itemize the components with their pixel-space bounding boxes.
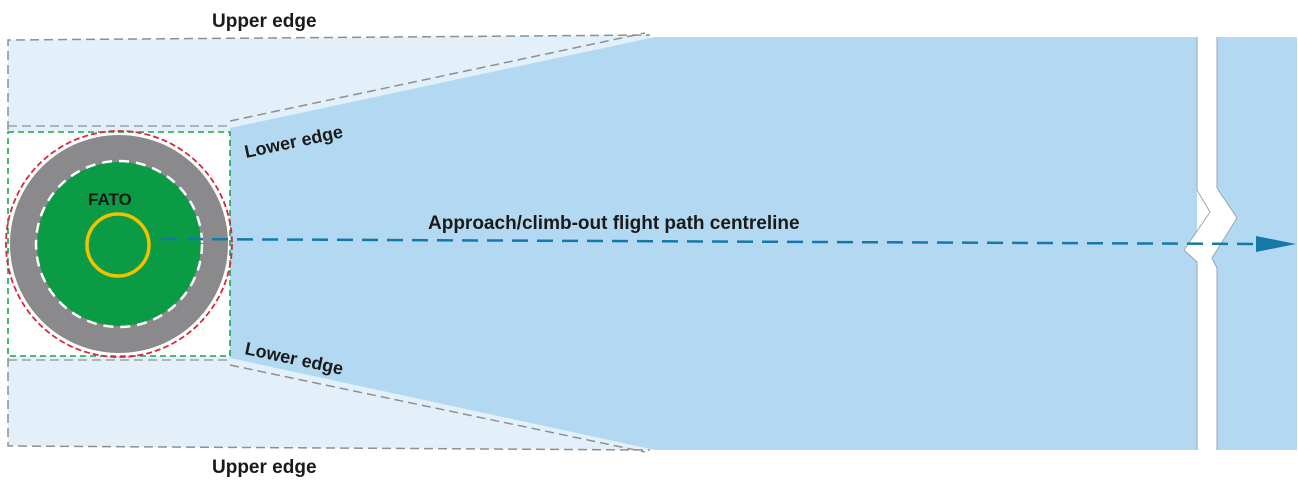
lower-edge-dash-bottom (229, 364, 646, 453)
centreline-arrow-head (1256, 236, 1296, 252)
outer-circle-outline (5, 130, 233, 358)
centreline-arrow-line (161, 237, 1261, 246)
upper-edge-outline-top (7, 34, 651, 130)
upper-edge-label-bottom: Upper edge (212, 457, 317, 478)
break-line-right (1211, 37, 1238, 450)
lower-edge-surface (230, 37, 1197, 450)
upper-edge-outline-bottom (7, 358, 651, 451)
fato-dashed-border (34, 159, 204, 329)
fato-label: FATO (88, 190, 132, 209)
break-line-left (1183, 37, 1211, 450)
lower-edge-surface-continued (1212, 37, 1297, 450)
centreline-label: Approach/climb-out flight path centrelin… (428, 213, 800, 234)
lower-edge-dash-top (229, 32, 646, 122)
fato-area (37, 162, 201, 326)
touchdown-circle (85, 212, 151, 278)
upper-edge-label-top: Upper edge (212, 11, 317, 32)
